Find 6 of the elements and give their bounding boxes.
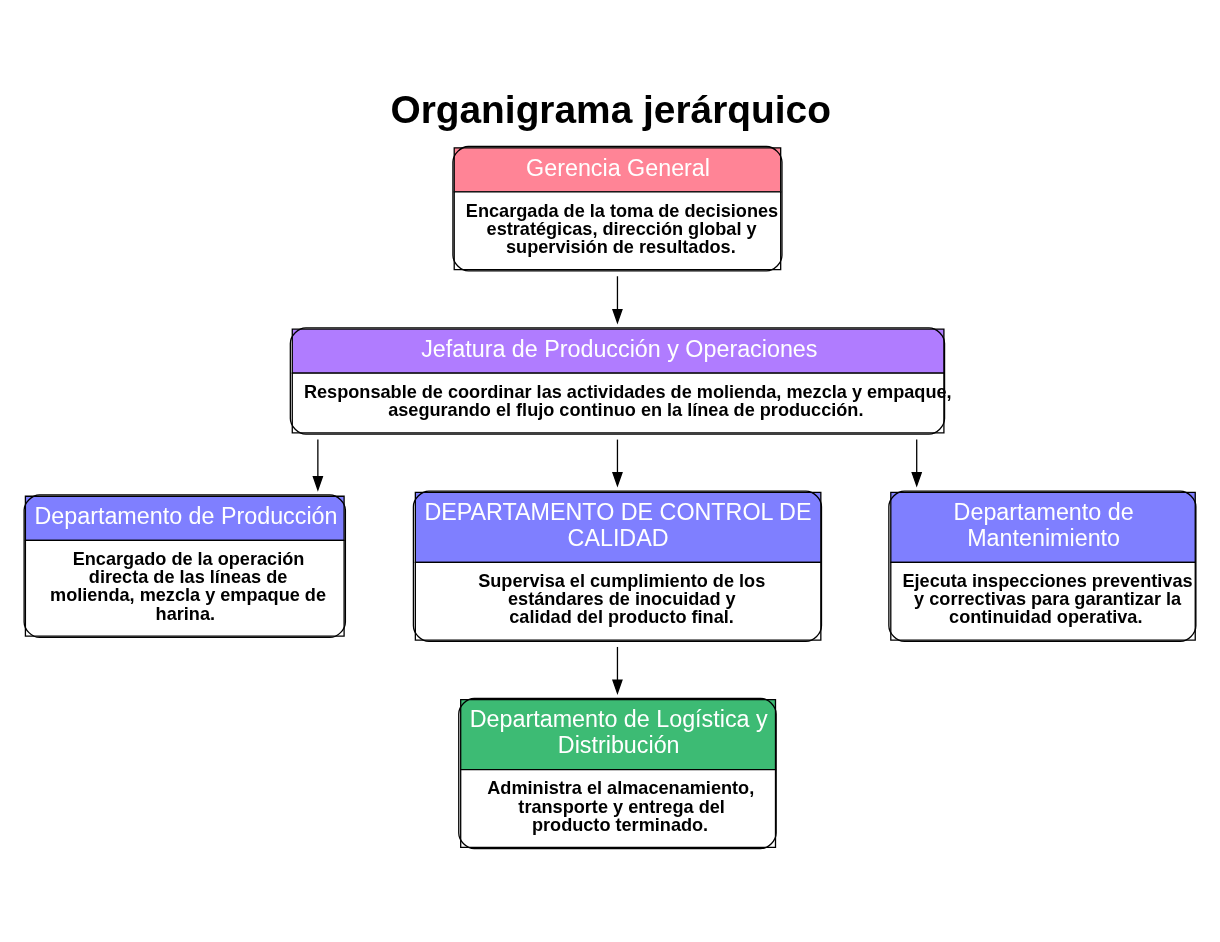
arrow bbox=[612, 275, 623, 325]
arrow bbox=[911, 438, 923, 488]
arrow bbox=[312, 438, 324, 492]
arrow bbox=[612, 438, 623, 488]
diagram-title: Organigrama jerárquico bbox=[390, 88, 831, 132]
arrow bbox=[612, 646, 623, 695]
